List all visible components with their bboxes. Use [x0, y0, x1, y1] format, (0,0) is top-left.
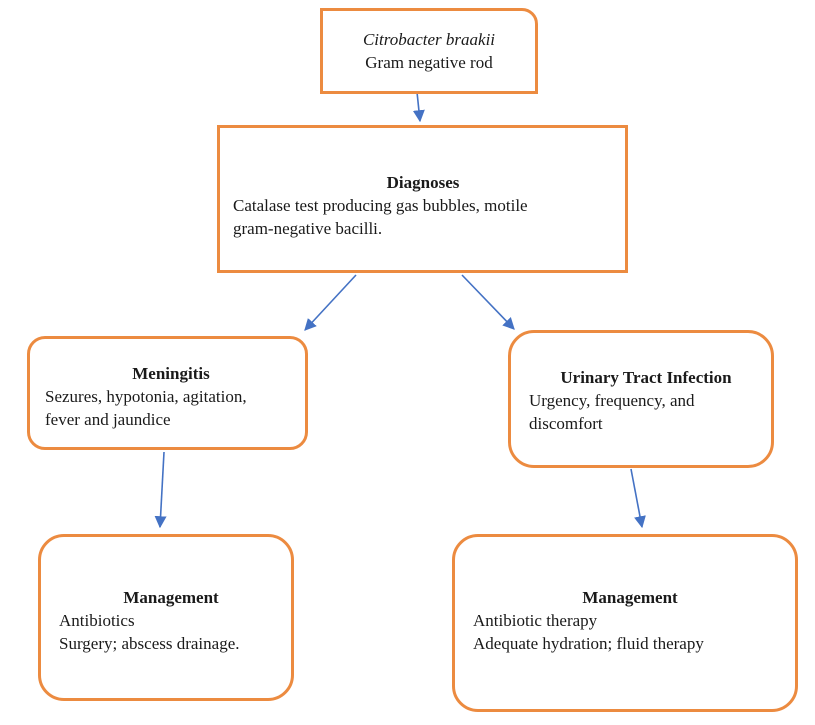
uti-line: discomfort: [529, 414, 603, 433]
edge-uti-to-management: [630, 468, 646, 529]
management-meningitis-node: Management Antibiotics Surgery; abscess …: [38, 534, 294, 701]
organism-node: Citrobacter braakii Gram negative rod: [320, 8, 538, 94]
management-meningitis-line: Surgery; abscess drainage.: [59, 634, 240, 653]
meningitis-node: Meningitis Sezures, hypotonia, agitation…: [27, 336, 308, 450]
edge-organism-to-diagnoses: [412, 91, 425, 123]
diagnoses-title: Diagnoses: [386, 173, 460, 192]
management-meningitis-line: Antibiotics: [59, 611, 135, 630]
uti-node: Urinary Tract Infection Urgency, frequen…: [508, 330, 774, 468]
management-meningitis-title: Management: [123, 588, 219, 607]
meningitis-title: Meningitis: [132, 364, 210, 383]
management-uti-line: Antibiotic therapy: [473, 611, 598, 630]
meningitis-line: fever and jaundice: [45, 410, 171, 429]
diagnoses-line: Catalase test producing gas bubbles, mot…: [233, 196, 528, 215]
diagnoses-line: gram-negative bacilli.: [233, 219, 383, 238]
organism-name: Citrobacter braakii: [362, 30, 496, 49]
management-uti-title: Management: [582, 588, 678, 607]
uti-title: Urinary Tract Infection: [560, 368, 732, 387]
uti-line: Urgency, frequency, and: [529, 391, 695, 410]
diagnoses-node: Diagnoses Catalase test producing gas bu…: [217, 125, 628, 273]
edge-diagnoses-to-uti: [461, 274, 515, 330]
management-uti-line: Adequate hydration; fluid therapy: [473, 634, 704, 653]
management-uti-node: Management Antibiotic therapy Adequate h…: [452, 534, 798, 712]
edge-meningitis-to-management: [154, 451, 167, 529]
edge-diagnoses-to-meningitis: [304, 274, 357, 331]
meningitis-line: Sezures, hypotonia, agitation,: [45, 387, 247, 406]
organism-subtitle: Gram negative rod: [365, 53, 493, 72]
